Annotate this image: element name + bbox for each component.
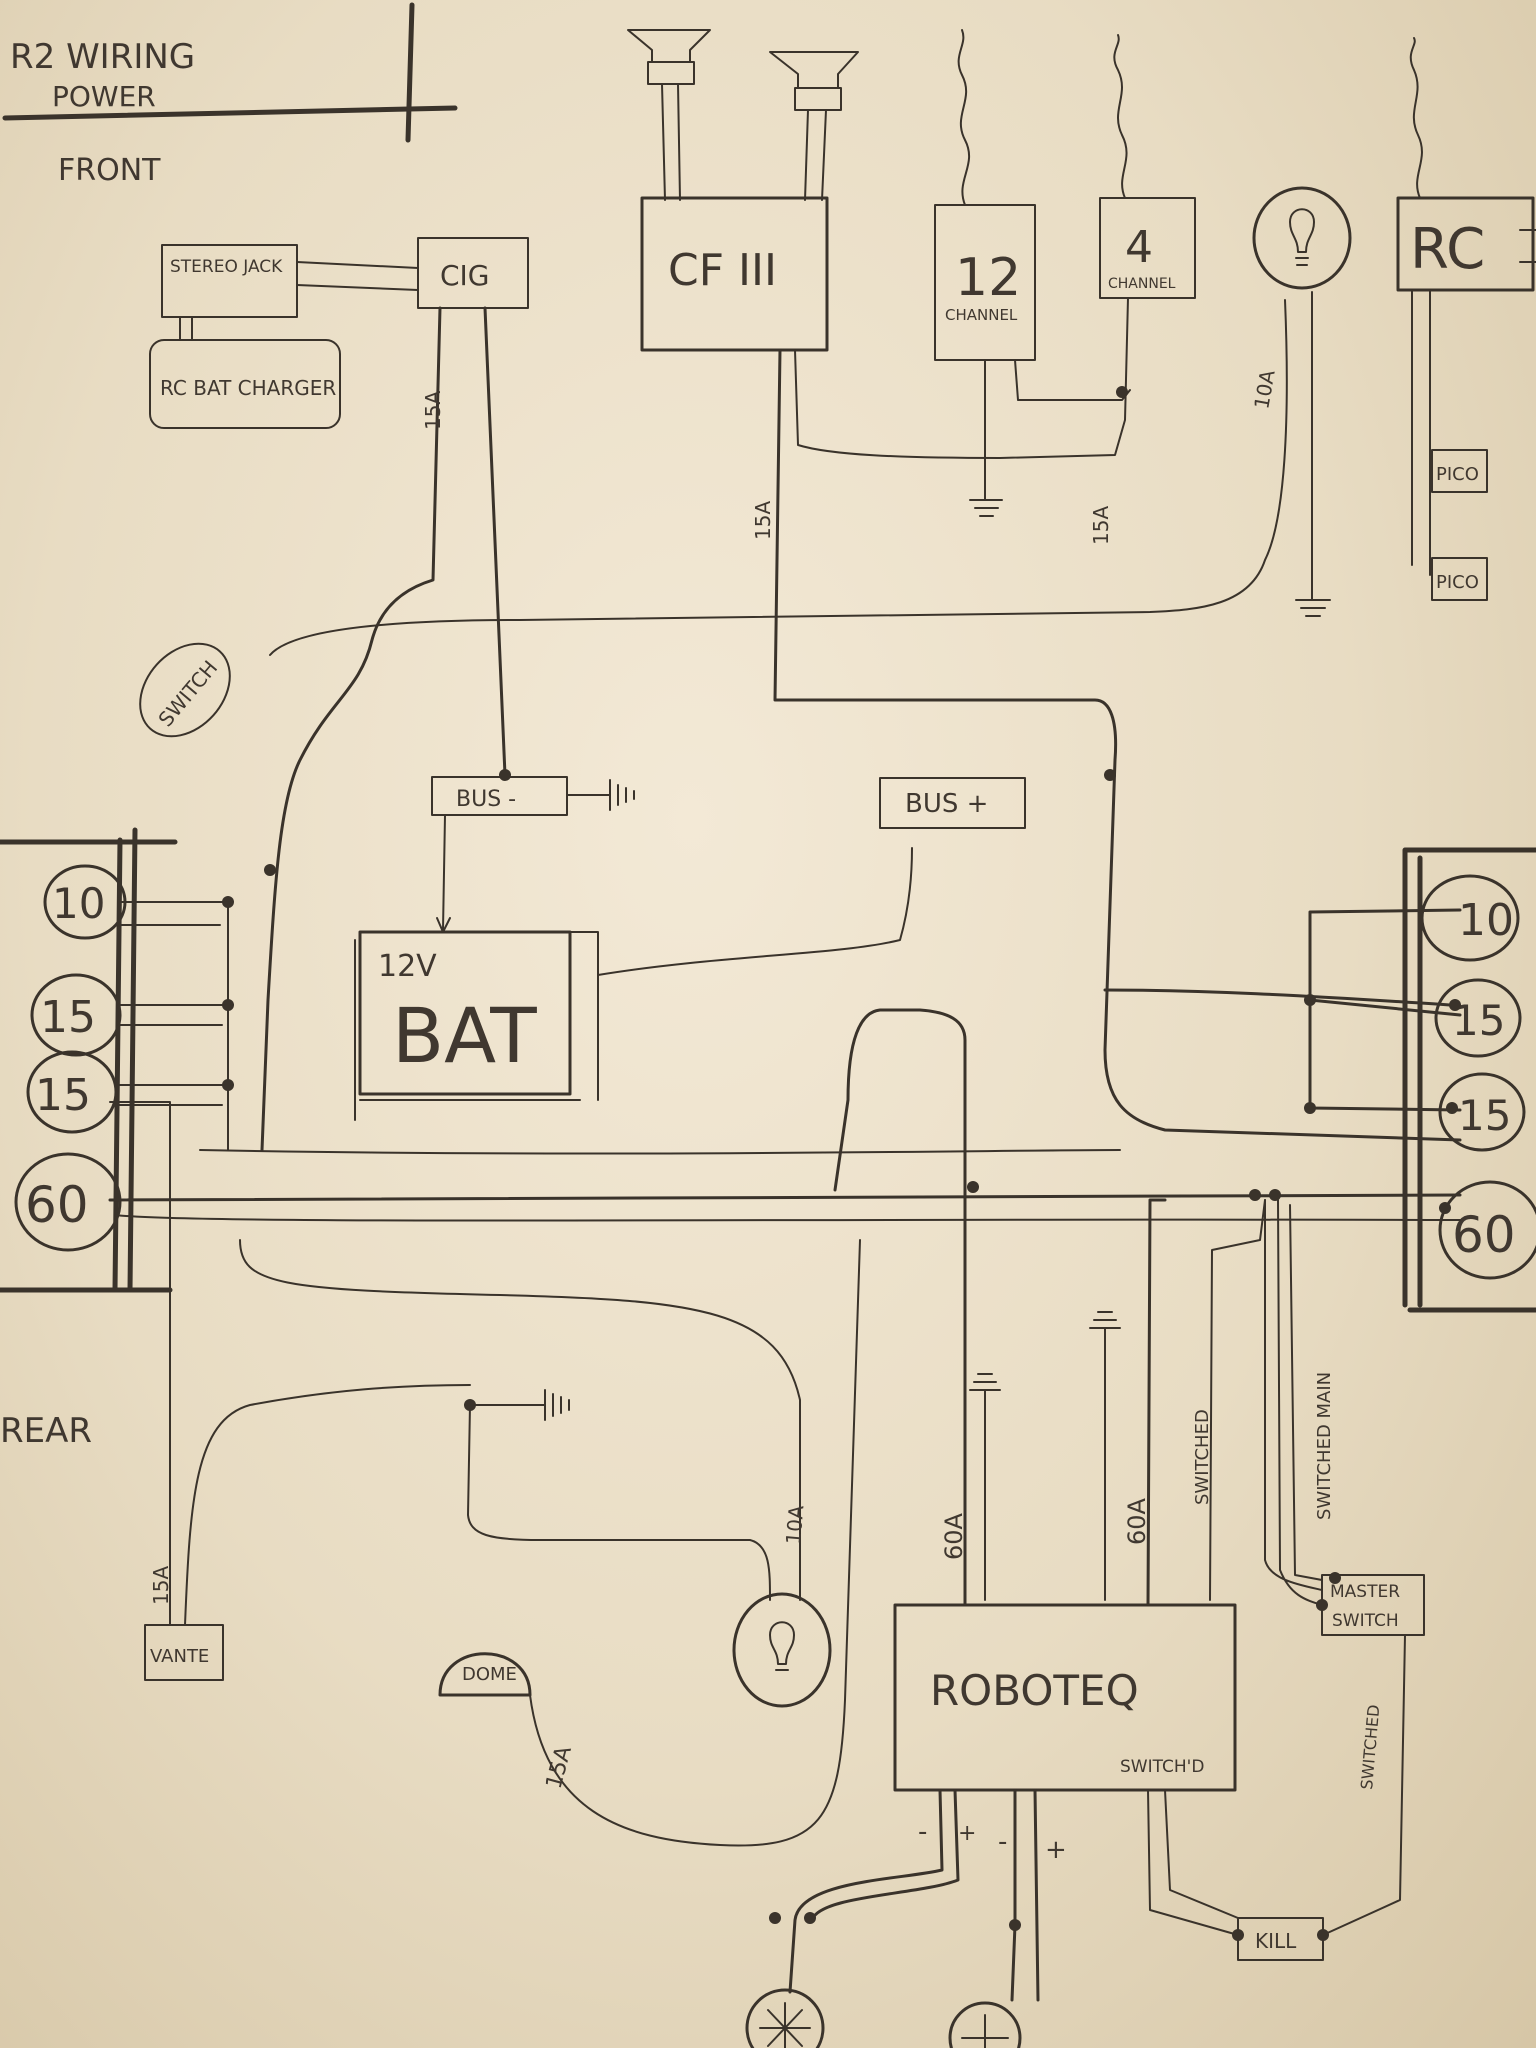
terminal-marks: - + - +: [918, 1817, 1067, 1865]
svg-text:60: 60: [25, 1176, 89, 1234]
bus-minus: BUS -: [431, 776, 635, 816]
wires: [108, 297, 1462, 2002]
pico-2: PICO: [1431, 557, 1488, 601]
wire-labels: 15A 15A 15A 10A 15A 10A 15A 60A 60A SWIT…: [149, 368, 1383, 1792]
rc-label: RC: [1410, 217, 1485, 282]
dome-label: DOME: [462, 1664, 517, 1685]
wire-label-rear-bulb: 10A: [781, 1504, 808, 1545]
pico-2-label: PICO: [1436, 572, 1479, 593]
fuse-right-15b: [1438, 1072, 1526, 1152]
svg-text:15: 15: [1458, 1091, 1511, 1140]
fuse-block-left: 10 15 15 60: [0, 827, 178, 1293]
wire-label-cf3: 15A: [751, 501, 775, 540]
svg-text:10: 10: [52, 879, 105, 928]
wire-label-roboteq-left: 60A: [940, 1512, 968, 1560]
wire-label-roboteq-right: 60A: [1123, 1497, 1151, 1545]
wire-label-vante: 15A: [149, 1566, 173, 1605]
title-underline: [2, 105, 458, 121]
cf3-sound-board: CF III: [640, 196, 829, 352]
dome-motor: DOME: [438, 1652, 532, 1697]
vante-controller: VANTE: [144, 1624, 224, 1681]
svg-text:10: 10: [1458, 895, 1514, 946]
cig-socket: CIG: [296, 237, 529, 309]
terminal-pos-2: +: [1045, 1835, 1067, 1865]
battery-word: BAT: [392, 991, 537, 1080]
bus-minus-label: BUS -: [456, 787, 516, 812]
title-line-1: R2 WIRING: [10, 37, 195, 77]
terminal-neg-1: -: [918, 1817, 927, 1847]
terminal-pos-1: +: [958, 1821, 976, 1846]
ch12-number: 12: [955, 248, 1021, 308]
rc-bat-charger: RC BAT CHARGER: [149, 316, 341, 429]
pico-1-label: PICO: [1436, 464, 1479, 485]
kill-label: KILL: [1255, 1929, 1297, 1953]
title-block: R2 WIRING POWER FRONT REAR: [0, 2, 458, 1451]
wire-label-switched: SWITCHED: [1192, 1409, 1213, 1505]
cig-label: CIG: [440, 259, 490, 292]
wire-label-channel4: 15A: [1089, 506, 1113, 545]
rc-bat-charger-label: RC BAT CHARGER: [160, 376, 336, 400]
bus-plus-label: BUS +: [905, 789, 988, 819]
ground-symbol-bus: [566, 779, 635, 811]
ground-symbol-roboteq-left: [969, 1373, 1001, 1601]
pico-1: PICO: [1431, 449, 1488, 493]
title-line-2: POWER: [52, 80, 156, 113]
power-switch: SWITCH: [139, 642, 231, 738]
svg-text:15: 15: [35, 1070, 91, 1121]
ch4-number: 4: [1125, 222, 1153, 273]
title-divider: [405, 2, 415, 143]
rc-receiver: RC: [1396, 37, 1536, 576]
master-switch-label: SWITCH: [1332, 1611, 1399, 1631]
wire-label-switched-main: SWITCHED MAIN: [1314, 1372, 1335, 1520]
fuse-left-15b: [26, 1050, 118, 1134]
junction-dots: [222, 386, 1461, 1941]
ground-symbol-bulb: [1295, 291, 1331, 617]
rear-light-bulb-icon: [732, 1592, 832, 1708]
fuse-right-60: [1438, 1180, 1536, 1280]
master-switch: MASTER SWITCH: [1321, 1574, 1425, 1636]
kill-switch: KILL: [1237, 1917, 1324, 1961]
wire-label-kill-switched: SWITCHED: [1357, 1704, 1383, 1791]
cf3-label: CF III: [668, 245, 777, 296]
svg-text:15: 15: [40, 992, 96, 1043]
roboteq-label: ROBOTEQ: [930, 1666, 1139, 1715]
stereo-jack: STEREO JACK: [161, 244, 298, 318]
wire-label-bulb: 10A: [1249, 368, 1279, 411]
light-bulb-icon: [1252, 186, 1352, 290]
receiver-12-channel: 12 CHANNEL: [934, 29, 1036, 361]
wire-label-dome: 15A: [542, 1744, 577, 1792]
terminal-neg-2: -: [998, 1827, 1007, 1857]
fuse-left-15a: [30, 973, 122, 1057]
wire-label-cig: 15A: [421, 391, 445, 430]
front-label: FRONT: [58, 153, 161, 188]
stereo-jack-label: STEREO JACK: [170, 257, 283, 277]
vante-label: VANTE: [150, 1646, 209, 1667]
master-label: MASTER: [1330, 1582, 1400, 1602]
ground-symbol-receiver: [969, 359, 1003, 517]
fuse-right-10: [1420, 874, 1520, 962]
speaker-right-icon: [769, 51, 859, 201]
battery-volts: 12V: [378, 949, 437, 984]
roboteq-controller: ROBOTEQ SWITCH'D: [893, 1603, 1237, 1792]
receiver-4-channel: 4 CHANNEL: [1099, 34, 1196, 299]
switch-label: SWITCH: [153, 656, 222, 732]
bus-plus: BUS +: [879, 777, 1026, 829]
ch12-word: CHANNEL: [945, 306, 1018, 324]
roboteq-switched-label: SWITCH'D: [1120, 1757, 1204, 1777]
ground-symbol-roboteq-right: [1089, 1311, 1121, 1601]
motor-left-icon: [745, 1988, 825, 2048]
battery-12v: 12V BAT: [354, 930, 599, 1121]
ground-symbols: [469, 291, 1331, 1601]
fuse-block-right: 10 15 15 60: [1402, 847, 1536, 1313]
rear-label: REAR: [0, 1411, 92, 1451]
ground-symbol-rear: [469, 1389, 570, 1421]
motor-right-icon: [948, 2001, 1022, 2048]
ch4-word: CHANNEL: [1108, 276, 1176, 292]
svg-text:60: 60: [1452, 1206, 1516, 1264]
fuse-right-15a: [1434, 978, 1522, 1058]
fuse-left-60: [14, 1152, 122, 1252]
speaker-left-icon: [627, 29, 711, 201]
